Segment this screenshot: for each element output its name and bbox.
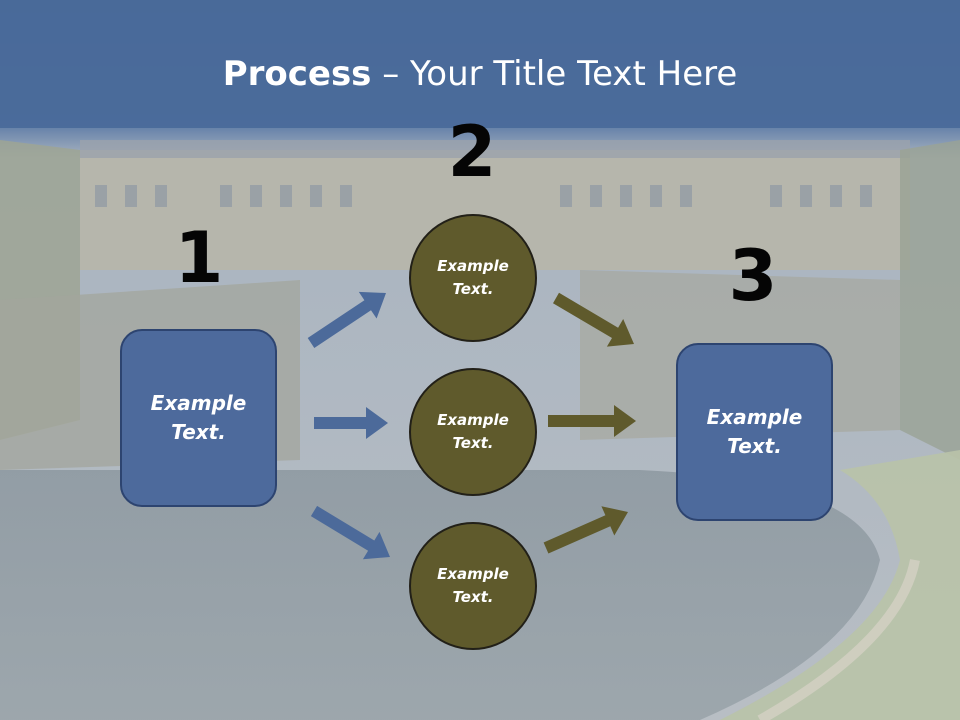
circle-top-line2: Text. [452, 280, 494, 298]
arrow-from-circle-bottom [543, 506, 628, 554]
slide-title: Process – Your Title Text Here [0, 52, 960, 96]
step-box-3-line2: Text. [727, 434, 782, 458]
step-number-1: 1 [174, 217, 224, 299]
step-box-1-line2: Text. [171, 420, 226, 444]
arrow-to-circle-middle [314, 407, 388, 439]
circle-bottom-line1: Example [437, 565, 509, 583]
step-box-3-line1: Example [706, 405, 803, 429]
arrow-to-circle-bottom [310, 505, 390, 560]
arrow-to-circle-top [307, 291, 386, 348]
circle-middle-line2: Text. [452, 434, 494, 452]
arrow-from-circle-middle [548, 405, 636, 437]
step-box-1-line1: Example [150, 391, 247, 415]
step-number-2: 2 [447, 111, 497, 193]
title-bold: Process [222, 54, 372, 94]
arrow-from-circle-top [553, 292, 634, 347]
title-rest: – Your Title Text Here [371, 54, 738, 94]
circle-middle-line1: Example [437, 411, 509, 429]
circle-bottom-line2: Text. [452, 588, 494, 606]
circle-top-line1: Example [437, 257, 509, 275]
step-number-3: 3 [728, 235, 778, 317]
